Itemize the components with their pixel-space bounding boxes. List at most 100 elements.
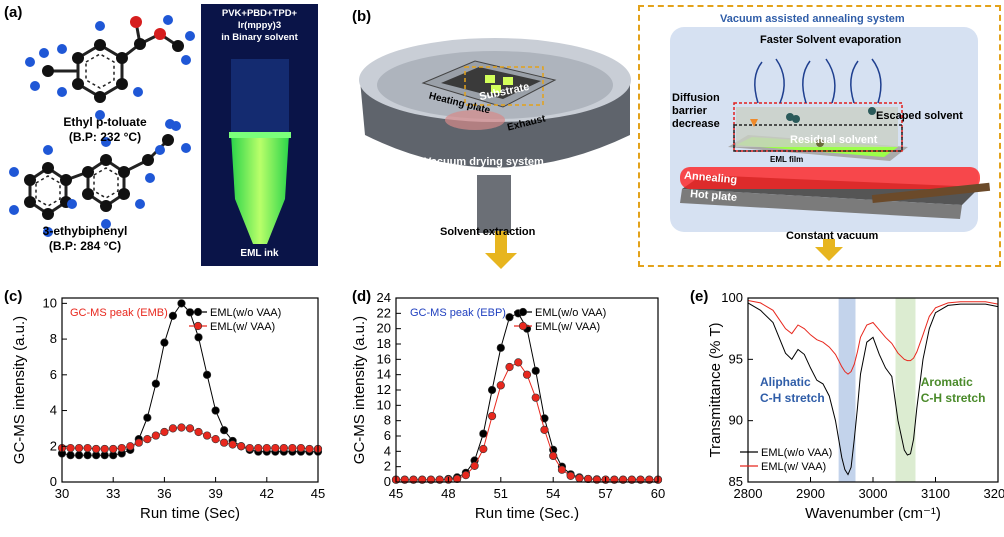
y-tick-label: 22 [377, 305, 391, 320]
data-point [279, 443, 288, 453]
x-tick-label: 2800 [734, 486, 763, 501]
band-1 [895, 298, 916, 482]
data-point [74, 443, 84, 453]
inset-title: Vacuum assisted annealing system [720, 13, 905, 25]
diffusion-line1: Diffusion [672, 92, 720, 104]
y-tick-label: 12 [377, 382, 391, 397]
data-point [487, 385, 497, 395]
data-point [168, 311, 178, 320]
solvent-extraction-label: Solvent extraction [440, 226, 536, 238]
mol1-bp: (B.P: 232 °C) [68, 130, 142, 144]
panel-d-label: (d) [352, 288, 372, 305]
data-point [202, 370, 212, 379]
y-tick-label: 100 [721, 290, 743, 305]
x-axis-label: Run time (Sec) [140, 505, 240, 522]
data-point [143, 435, 152, 444]
data-point [296, 443, 306, 453]
data-point [177, 299, 186, 308]
y-tick-label: 95 [729, 351, 743, 366]
data-point [177, 423, 186, 432]
y-tick-label: 85 [729, 474, 743, 489]
legend-marker [518, 307, 528, 317]
aliphatic-label-1: Aliphatic [760, 375, 811, 389]
y-tick-label: 10 [43, 295, 57, 310]
x-tick-label: 3000 [859, 486, 888, 501]
data-point [254, 443, 263, 453]
vial-label-line2: Ir(mppy)3 [237, 20, 282, 31]
data-point [522, 370, 532, 379]
x-axis-label: Wavenumber (cm⁻¹) [805, 505, 941, 522]
diffusion-line3: decrease [672, 118, 720, 130]
data-point [496, 381, 505, 390]
vacuum-drying-system-diagram [359, 38, 631, 269]
x-tick-label: 2900 [796, 486, 825, 501]
data-point [66, 451, 75, 460]
data-point [211, 406, 220, 415]
faster-evaporation-label: Faster Solvent evaporation [760, 34, 902, 46]
data-point [288, 443, 297, 453]
x-tick-label: 57 [598, 486, 612, 501]
data-point [540, 425, 549, 434]
data-point [160, 427, 169, 437]
y-tick-label: 8 [384, 413, 391, 428]
x-tick-label: 3200 [984, 486, 1004, 501]
data-point [202, 431, 212, 440]
data-point [549, 451, 558, 461]
chart-title: GC-MS peak (EBP) [410, 307, 506, 319]
data-point [126, 442, 135, 451]
ethylbiphenyl-atoms [9, 119, 191, 237]
data-point [74, 451, 84, 460]
panel-e-label: (e) [690, 288, 709, 305]
data-point [271, 443, 280, 453]
x-tick-label: 3100 [921, 486, 950, 501]
x-tick-label: 60 [651, 486, 665, 501]
data-point [245, 443, 254, 453]
aliphatic-label-2: C-H stretch [760, 391, 825, 405]
y-tick-label: 8 [50, 331, 57, 346]
x-tick-label: 42 [260, 486, 274, 501]
legend-label: EML(w/o VAA) [535, 307, 606, 319]
data-point [514, 358, 523, 367]
data-point [505, 362, 514, 372]
legend-label: EML(w/ VAA) [210, 321, 275, 333]
y-tick-label: 2 [384, 459, 391, 474]
data-point [134, 438, 143, 447]
data-point [100, 444, 109, 454]
panel-b-label: (b) [352, 8, 372, 25]
data-point [557, 465, 567, 474]
x-tick-label: 45 [389, 486, 403, 501]
y-tick-label: 0 [384, 474, 391, 489]
plot-frame [61, 297, 319, 483]
constant-vacuum-label: Constant vacuum [786, 230, 879, 242]
data-point [566, 471, 575, 480]
y-tick-label: 2 [50, 438, 57, 453]
data-point [479, 429, 488, 438]
data-point [83, 451, 92, 460]
ethyl-p-toluate-atoms [25, 15, 195, 120]
y-axis-label: Transmittance (% T) [707, 322, 724, 457]
x-tick-label: 45 [311, 486, 325, 501]
chart-e: 28002900300031003200859095100Wavenumber … [707, 290, 1004, 522]
data-point [584, 474, 593, 484]
data-point [505, 313, 514, 322]
y-tick-label: 18 [377, 336, 391, 351]
legend-marker [193, 307, 203, 317]
series-line-1 [396, 361, 658, 481]
data-point [262, 443, 271, 453]
data-point [220, 426, 229, 435]
data-point [66, 443, 75, 453]
data-point [237, 442, 246, 451]
x-tick-label: 33 [106, 486, 120, 501]
vial-caption: EML ink [240, 248, 279, 259]
data-point [531, 393, 540, 402]
data-point [109, 444, 118, 454]
data-point [461, 471, 470, 480]
x-tick-label: 54 [546, 486, 560, 501]
escaped-solvent-label: Escaped solvent [876, 110, 963, 122]
legend-label: EML(w/ VAA) [761, 461, 826, 473]
x-axis-label: Run time (Sec.) [475, 505, 579, 522]
vial-label-line3: in Binary solvent [221, 32, 298, 43]
legend-label: EML(w/o VAA) [761, 447, 832, 459]
data-point [496, 343, 505, 352]
aromatic-label-2: C-H stretch [921, 391, 986, 405]
